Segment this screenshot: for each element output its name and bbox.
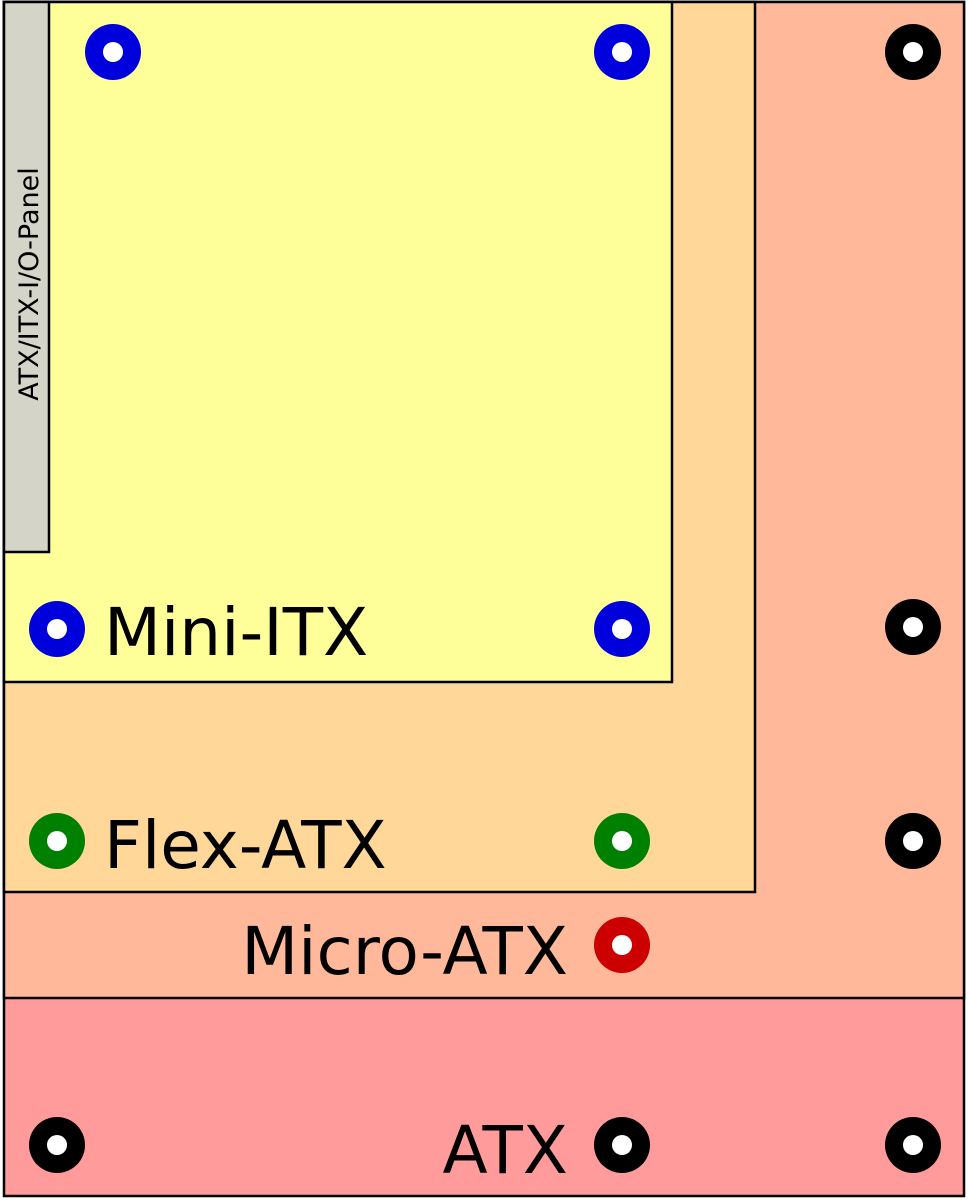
mounting-hole <box>594 813 650 869</box>
mounting-hole <box>85 24 141 80</box>
mini-itx-holes <box>29 24 650 657</box>
hole-center <box>612 935 632 955</box>
mounting-hole <box>594 24 650 80</box>
hole-center <box>903 617 923 637</box>
io-panel-label: ATX/ITX-I/O-Panel <box>14 167 45 400</box>
mounting-hole <box>29 1117 85 1173</box>
mini-itx-board <box>2 0 674 684</box>
hole-center <box>612 831 632 851</box>
mounting-hole <box>29 813 85 869</box>
mounting-hole <box>885 1117 941 1173</box>
mounting-hole <box>885 24 941 80</box>
mounting-hole <box>594 601 650 657</box>
mounting-hole <box>885 599 941 655</box>
micro-atx-holes <box>594 917 650 973</box>
hole-center <box>47 1135 67 1155</box>
flex-atx-holes <box>29 813 650 869</box>
hole-center <box>903 42 923 62</box>
hole-center <box>612 1135 632 1155</box>
hole-center <box>903 1135 923 1155</box>
mounting-hole <box>29 601 85 657</box>
mounting-hole <box>594 1117 650 1173</box>
hole-center <box>612 619 632 639</box>
hole-center <box>47 619 67 639</box>
mounting-hole <box>885 813 941 869</box>
io-panel <box>2 0 51 554</box>
mini-itx-label: Mini-ITX <box>104 594 368 671</box>
hole-center <box>903 831 923 851</box>
mounting-hole <box>594 917 650 973</box>
hole-center <box>103 42 123 62</box>
flex-atx-label: Flex-ATX <box>104 807 387 884</box>
atx-label: ATX <box>442 1112 568 1189</box>
hole-center <box>47 831 67 851</box>
atx-holes <box>29 24 941 1173</box>
micro-atx-label: Micro-ATX <box>241 913 568 990</box>
hole-center <box>612 42 632 62</box>
